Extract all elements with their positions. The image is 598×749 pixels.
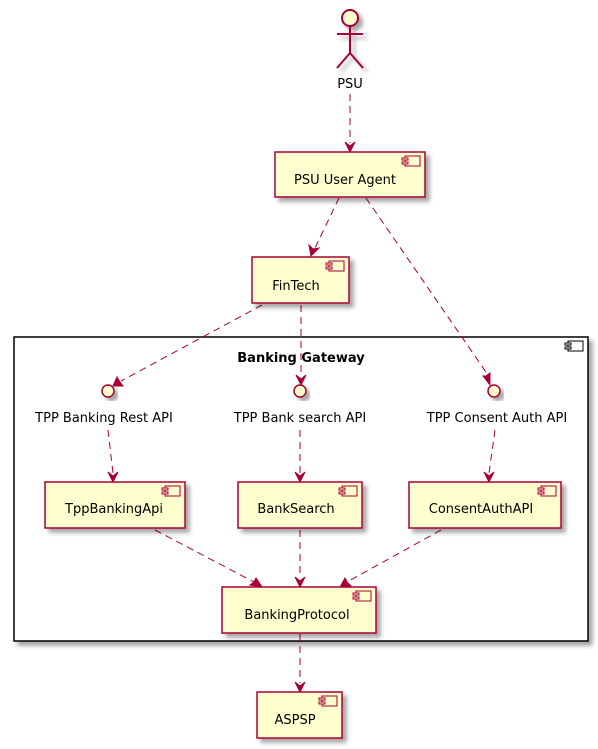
interface-tpp-consent-auth-api: TPP Consent Auth API [426,384,567,426]
actor-figure-icon [336,9,364,69]
component-icon [401,155,421,167]
interface-lollipop-icon [101,384,115,398]
component-icon [338,485,358,497]
component-tpp-banking-api: TppBankingApi [44,481,186,529]
component-banking-protocol: BankingProtocol [221,586,377,634]
interface-label: TPP Banking Rest API [34,411,173,426]
edge-consentauthapi-to-protocol [346,529,442,583]
component-icon [325,260,345,272]
component-label: PSU User Agent [294,173,396,188]
component-label: ConsentAuthAPI [429,502,533,517]
group-component-icon [564,340,584,352]
interface-label: TPP Bank search API [233,411,366,426]
component-label: TppBankingApi [64,502,163,517]
edges [107,94,496,694]
component-aspsp: ASPSP [256,691,343,739]
edge-rest-api-to-tppbankingapi [107,429,114,474]
edge-consent-api-to-consentauthapi [488,429,496,474]
interface-lollipop-icon [293,384,307,398]
component-icon [537,485,557,497]
component-label: FinTech [272,279,320,294]
actor-label: PSU [337,77,363,92]
psu-actor: PSU [336,9,364,92]
interface-tpp-banking-rest-api: TPP Banking Rest API [34,384,173,426]
component-label: BankSearch [257,502,334,517]
interface-lollipop-icon [487,384,501,398]
interface-label: TPP Consent Auth API [426,411,567,426]
edge-fintech-to-banking-rest-api [120,304,263,382]
component-icon [318,695,338,707]
edge-agent-to-fintech [314,197,340,249]
component-icon [352,590,372,602]
component-bank-search: BankSearch [237,481,363,529]
component-consent-auth-api: ConsentAuthAPI [408,481,562,529]
component-label: BankingProtocol [244,608,349,623]
component-label: ASPSP [274,713,315,728]
interface-tpp-bank-search-api: TPP Bank search API [233,384,366,426]
component-psu-user-agent: PSU User Agent [274,151,426,198]
component-fintech: FinTech [251,256,350,304]
component-icon [161,485,181,497]
edge-tppbankingapi-to-protocol [154,529,255,583]
